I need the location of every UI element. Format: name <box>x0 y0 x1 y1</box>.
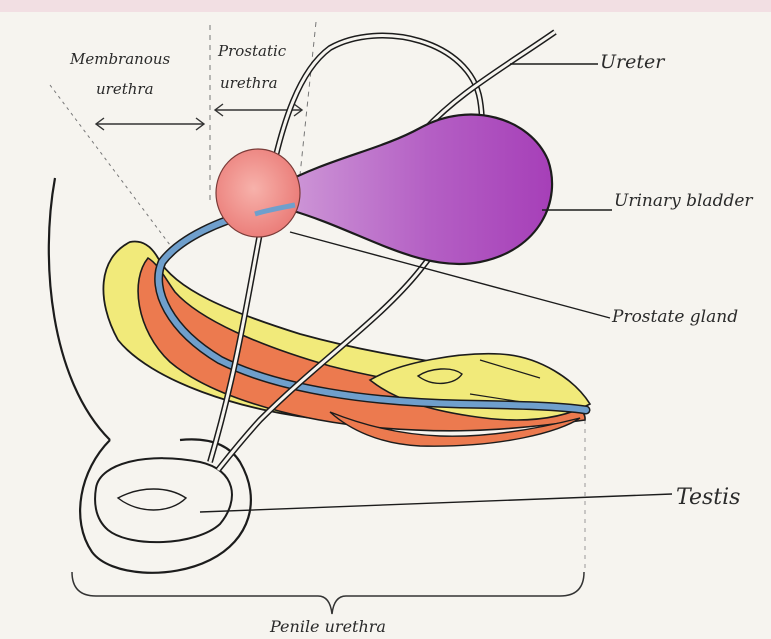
testis <box>95 458 232 542</box>
prostate-gland <box>216 149 300 237</box>
urinary-bladder-label: Urinary bladder <box>614 191 753 211</box>
membranous-label-line2: urethra <box>96 80 154 98</box>
ureter-label: Ureter <box>600 51 666 73</box>
prostate-gland-label: Prostate gland <box>611 307 738 327</box>
prostatic-label-line1: Prostatic <box>217 42 287 60</box>
penile-urethra-label: Penile urethra <box>269 617 386 636</box>
testis-label: Testis <box>676 485 740 510</box>
prostatic-label-line2: urethra <box>220 74 278 92</box>
membranous-label-line1: Membranous <box>69 50 171 68</box>
watermark-band <box>0 0 771 12</box>
